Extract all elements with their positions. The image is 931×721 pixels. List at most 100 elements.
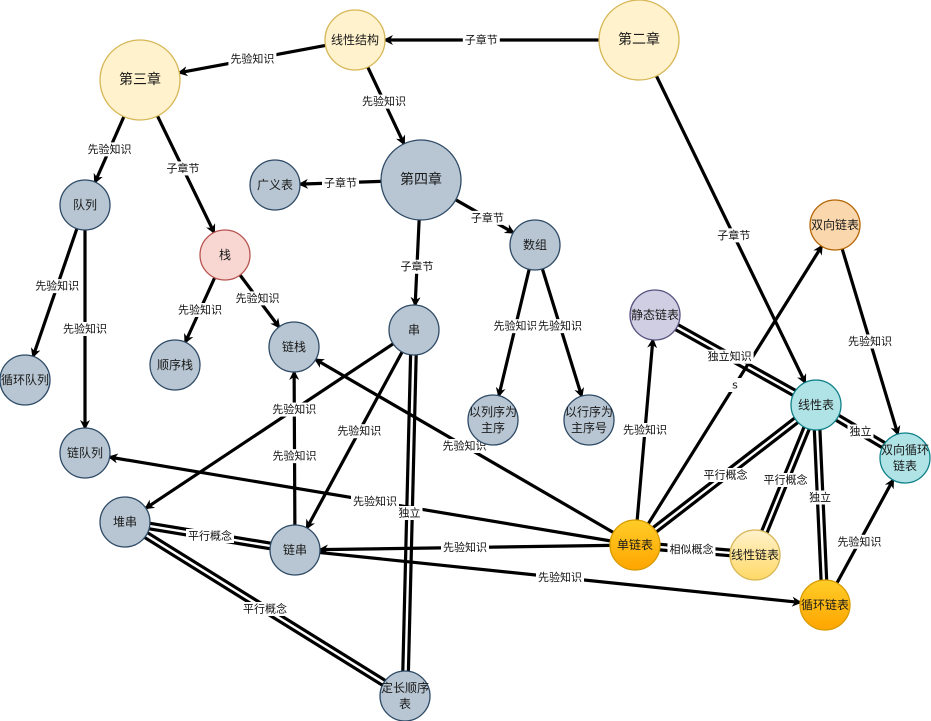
edge-label: 先验知识 — [536, 570, 584, 585]
edge-label: 先验知识 — [61, 322, 109, 336]
node-circle — [609, 519, 661, 571]
edge-label: 先验知识 — [441, 540, 489, 555]
edge-arrow — [305, 351, 404, 530]
edge-label: 先验知识 — [835, 534, 884, 549]
edge-label-text: 先验知识 — [494, 319, 538, 333]
edge-label: 独立 — [396, 506, 423, 520]
edge-circ_list-double_circ[interactable] — [835, 478, 895, 584]
node-circle — [790, 379, 842, 431]
node-heap-string[interactable]: 堆串 — [99, 496, 151, 548]
edge-label-text: 独立 — [809, 490, 831, 504]
edge-circ_list-linear_list[interactable] — [812, 429, 829, 581]
node-linear-linked[interactable]: 线性链表 — [729, 529, 781, 581]
node-single-list[interactable]: 单链表 — [609, 519, 661, 571]
node-label: 堆串 — [113, 515, 137, 529]
edge-label-text: 先验知识 — [63, 322, 107, 336]
edge-link_string-link_stack[interactable] — [289, 369, 300, 526]
node-label: 表 — [399, 697, 411, 711]
node-label: 队列 — [73, 197, 97, 212]
edge-label-text: 独立 — [850, 424, 872, 438]
edge-label: 独立 — [847, 424, 874, 439]
edge-label: 先验知识 — [233, 291, 282, 306]
edge-label: 先验知识 — [846, 334, 894, 349]
node-circle — [0, 354, 51, 406]
edge-label: 先验知识 — [360, 94, 409, 109]
node-string[interactable]: 串 — [388, 304, 440, 356]
edge-label-text: 先验知识 — [443, 540, 487, 554]
node-circ-queue[interactable]: 循环队列 — [0, 354, 51, 406]
node-circle — [467, 394, 519, 446]
node-ch4[interactable]: 第四章 — [380, 139, 462, 221]
node-array[interactable]: 数组 — [509, 219, 561, 271]
node-label: 主序号 — [571, 420, 607, 435]
edge-string-link_string[interactable] — [305, 351, 404, 530]
node-circle — [380, 139, 462, 221]
edge-label: 先验知识 — [440, 439, 489, 453]
node-stack[interactable]: 栈 — [199, 229, 251, 281]
edge-label: 平行概念 — [701, 468, 750, 482]
edge-label-text: 先验知识 — [178, 303, 222, 317]
node-link-string[interactable]: 链串 — [269, 524, 321, 576]
node-label: 线性表 — [798, 398, 834, 412]
edge-label-text: 子章节 — [471, 210, 504, 224]
edge-label-text: 子章节 — [166, 161, 199, 175]
edge-label-text: 平行概念 — [243, 602, 287, 616]
edge-label: 平行概念 — [761, 473, 810, 487]
node-seq-stack[interactable]: 顺序栈 — [149, 339, 201, 391]
edge-label: 子章节 — [322, 175, 360, 190]
node-ch2[interactable]: 第二章 — [598, 0, 680, 81]
node-circle — [268, 321, 320, 373]
edge-label-text: 先验知识 — [353, 494, 397, 508]
edge-arrow — [144, 342, 395, 510]
node-label: 栈 — [219, 247, 231, 262]
edge-label-text: 先验知识 — [236, 291, 280, 305]
node-label: 双向循环 — [881, 442, 929, 457]
node-circ-list[interactable]: 循环链表 — [799, 579, 851, 631]
node-circle — [799, 579, 851, 631]
edge-label-text: s — [732, 379, 738, 392]
node-static-list[interactable]: 静态链表 — [629, 289, 681, 341]
edge-label: 独立知识 — [705, 349, 754, 364]
edge-label-text: 子章节 — [400, 259, 433, 273]
edge-label-text: 平行概念 — [764, 473, 808, 487]
edge-line — [812, 430, 823, 581]
node-label: 链栈 — [282, 339, 306, 354]
node-label: 广义表 — [257, 178, 293, 192]
edge-label: 先验知识 — [176, 303, 224, 317]
edge-string-heap_string[interactable] — [144, 342, 395, 510]
node-linear-list[interactable]: 线性表 — [790, 379, 842, 431]
node-ch3[interactable]: 第三章 — [99, 39, 181, 121]
node-label: 第四章 — [400, 171, 442, 188]
edge-label: 先验知识 — [621, 423, 669, 437]
node-label: 单链表 — [617, 537, 653, 552]
node-label: 数组 — [523, 237, 547, 252]
node-queue[interactable]: 队列 — [59, 179, 111, 231]
edge-label-text: 先验知识 — [623, 423, 667, 437]
edge-label: 先验知识 — [228, 52, 277, 67]
node-label: 顺序栈 — [157, 357, 193, 372]
edge-label: 先验知识 — [33, 279, 82, 294]
node-linear-struct[interactable]: 线性结构 — [324, 9, 386, 71]
node-label: 第二章 — [618, 31, 660, 48]
edge-label-text: 独立 — [399, 506, 421, 520]
edge-label: 先验知识 — [270, 449, 319, 464]
node-circle — [809, 199, 861, 251]
node-link-stack[interactable]: 链栈 — [268, 321, 320, 373]
node-label: 线性链表 — [731, 547, 779, 562]
edge-arrow — [835, 478, 895, 584]
node-gen-list[interactable]: 广义表 — [249, 159, 301, 211]
node-circle — [249, 159, 301, 211]
node-label: 以行序为 — [565, 404, 613, 419]
edge-label: 先验知识 — [351, 494, 400, 509]
node-double-list[interactable]: 双向链表 — [809, 199, 861, 251]
node-link-queue[interactable]: 链队列 — [59, 427, 111, 479]
node-circle — [59, 427, 111, 479]
node-circle — [379, 670, 431, 721]
node-circle — [99, 496, 151, 548]
node-label: 第三章 — [119, 71, 161, 88]
